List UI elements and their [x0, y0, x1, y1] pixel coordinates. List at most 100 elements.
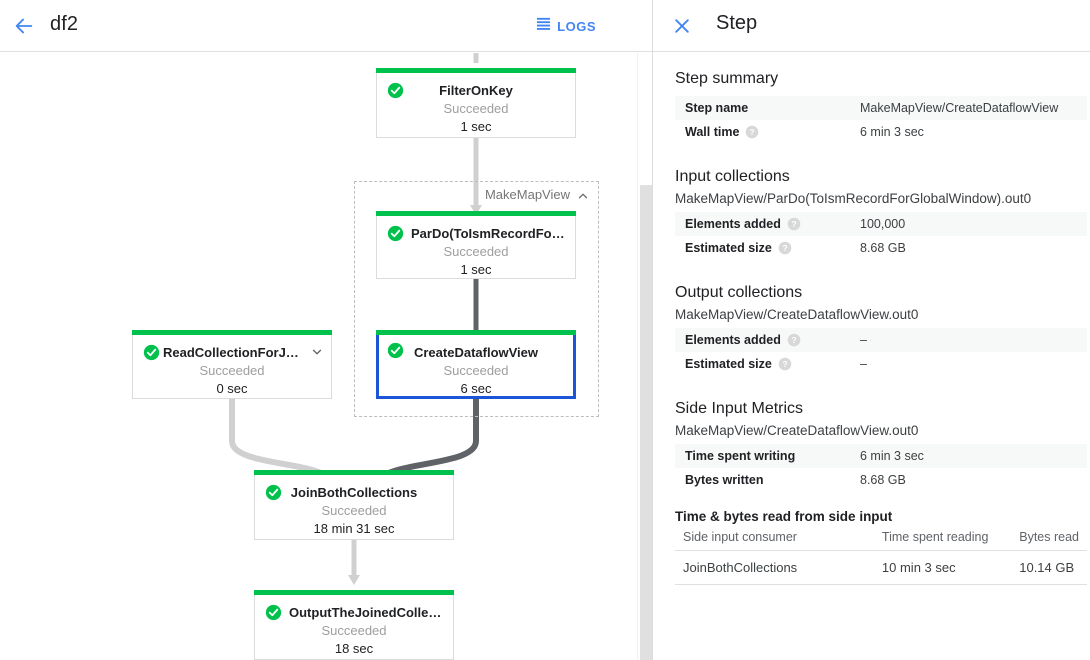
section-heading-input-collections: Input collections	[675, 168, 790, 185]
row-key-label: Estimated size	[685, 357, 772, 371]
step-details-panel: Step Step summary Step name MakeMapView/…	[653, 0, 1090, 660]
group-make-map-view[interactable]: MakeMapView	[354, 181, 599, 417]
chevron-down-icon[interactable]	[310, 345, 324, 359]
panel-title: Step	[716, 12, 758, 34]
row-key: Time spent writing	[685, 449, 796, 463]
side-input-metrics-table: Time spent writing 6 min 3 sec Bytes wri…	[675, 444, 1087, 492]
side-input-consumers-table: Side input consumer Time spent reading B…	[675, 526, 1087, 585]
node-status: Succeeded	[321, 623, 387, 638]
check-circle-icon	[265, 604, 282, 621]
help-circle-icon[interactable]: ?	[745, 125, 759, 139]
job-graph-pane: df2 LOGS	[0, 0, 652, 660]
table-row: JoinBothCollections 10 min 3 sec 10.14 G…	[675, 550, 1087, 585]
row-value: –	[860, 357, 867, 371]
row-key-label: Elements added	[685, 217, 781, 231]
node-title: ReadCollectionForJoin	[163, 345, 306, 360]
node-time: 1 sec	[460, 262, 492, 277]
table-header-row: Side input consumer Time spent reading B…	[675, 526, 1087, 551]
graph-canvas[interactable]: MakeMapView FilterOnKey Succeeded	[0, 53, 652, 660]
node-time: 18 min 31 sec	[313, 521, 395, 536]
logs-list-icon	[536, 16, 551, 36]
check-circle-icon	[265, 484, 282, 501]
section-heading-output-collections: Output collections	[675, 284, 803, 301]
node-time: 0 sec	[216, 381, 248, 396]
node-title: ParDo(ToIsmRecordFor…	[411, 226, 570, 241]
node-title: CreateDataflowView	[413, 345, 539, 360]
row-value: 6 min 3 sec	[860, 449, 924, 463]
graph-node-output-the-joined-collec[interactable]: OutputTheJoinedCollec… Succeeded 18 sec	[254, 590, 454, 660]
node-time: 1 sec	[460, 119, 492, 134]
graph-node-pardo-toismrecordfor[interactable]: ParDo(ToIsmRecordFor… Succeeded 1 sec	[376, 211, 576, 279]
row-key-label: Wall time	[685, 125, 740, 139]
help-circle-icon[interactable]: ?	[787, 333, 801, 347]
node-status: Succeeded	[443, 101, 509, 116]
table-row: Estimated size? 8.68 GB	[675, 236, 1087, 260]
output-collections-table: Elements added? – Estimated size? –	[675, 328, 1087, 376]
table-row: Elements added? –	[675, 328, 1087, 352]
row-key: Elements added?	[675, 328, 850, 352]
check-circle-icon	[387, 342, 404, 359]
table-row: Time spent writing 6 min 3 sec	[675, 444, 1087, 468]
section-heading-step-summary: Step summary	[675, 70, 779, 87]
close-icon[interactable]	[669, 13, 695, 39]
svg-text:?: ?	[782, 359, 787, 369]
top-toolbar: df2 LOGS	[0, 0, 652, 52]
node-status-bar	[254, 590, 454, 595]
input-collection-name: MakeMapView/ParDo(ToIsmRecordForGlobalWi…	[675, 191, 1032, 206]
pane-divider[interactable]	[652, 0, 653, 660]
node-status-bar	[376, 211, 576, 216]
check-circle-icon	[143, 344, 160, 361]
node-time: 18 sec	[334, 641, 374, 656]
output-collection-name: MakeMapView/CreateDataflowView.out0	[675, 307, 919, 322]
section-heading-side-input-metrics: Side Input Metrics	[675, 400, 804, 417]
svg-text:?: ?	[782, 243, 787, 253]
help-circle-icon[interactable]: ?	[778, 241, 792, 255]
svg-text:?: ?	[791, 335, 796, 345]
logs-button[interactable]: LOGS	[532, 14, 600, 38]
row-value: 6 min 3 sec	[860, 125, 924, 139]
node-time: 6 sec	[460, 381, 492, 396]
node-title: OutputTheJoinedCollec…	[289, 605, 449, 620]
side-input-collection-name: MakeMapView/CreateDataflowView.out0	[675, 423, 919, 438]
logs-button-label: LOGS	[557, 18, 596, 34]
chevron-up-icon[interactable]	[576, 189, 590, 203]
cell-bytes-read: 10.14 GB	[1011, 550, 1087, 585]
graph-node-filter-on-key[interactable]: FilterOnKey Succeeded 1 sec	[376, 68, 576, 138]
node-status: Succeeded	[199, 363, 265, 378]
row-key: Elements added?	[675, 212, 850, 236]
group-label: MakeMapView	[484, 187, 570, 202]
row-value: MakeMapView/CreateDataflowView	[860, 101, 1059, 115]
panel-header: Step	[653, 0, 1090, 52]
page-title: df2	[50, 13, 79, 35]
scrollbar-thumb[interactable]	[640, 185, 652, 660]
row-value: 8.68 GB	[860, 473, 906, 487]
graph-node-read-collection-for-join[interactable]: ReadCollectionForJoin Succeeded 0 sec	[132, 330, 332, 399]
graph-node-join-both-collections[interactable]: JoinBothCollections Succeeded 18 min 31 …	[254, 470, 454, 540]
table-row: Step name MakeMapView/CreateDataflowView	[675, 96, 1087, 120]
back-arrow-icon[interactable]	[8, 10, 40, 42]
cell-consumer: JoinBothCollections	[675, 550, 874, 585]
input-collections-table: Elements added? 100,000 Estimated size? …	[675, 212, 1087, 260]
svg-text:?: ?	[750, 127, 755, 137]
cell-time-spent-reading: 10 min 3 sec	[873, 550, 1012, 585]
row-key: Step name	[685, 101, 749, 115]
table-row: Elements added? 100,000	[675, 212, 1087, 236]
help-circle-icon[interactable]: ?	[787, 217, 801, 231]
graph-node-create-dataflow-view[interactable]: CreateDataflowView Succeeded 6 sec	[376, 330, 576, 399]
node-title: FilterOnKey	[439, 83, 513, 98]
step-summary-table: Step name MakeMapView/CreateDataflowView…	[675, 96, 1087, 144]
column-header-bytes-read: Bytes read	[1011, 526, 1087, 551]
row-value: 100,000	[860, 217, 906, 231]
row-value: –	[860, 333, 867, 347]
table-row: Estimated size? –	[675, 352, 1087, 376]
panel-body: Step summary Step name MakeMapView/Creat…	[653, 52, 1090, 585]
row-key: Wall time?	[675, 120, 850, 144]
row-key-label: Elements added	[685, 333, 781, 347]
help-circle-icon[interactable]: ?	[778, 357, 792, 371]
check-circle-icon	[387, 82, 404, 99]
table-row: Bytes written 8.68 GB	[675, 468, 1087, 492]
row-value: 8.68 GB	[860, 241, 906, 255]
graph-vertical-scrollbar[interactable]	[637, 53, 652, 660]
row-key: Bytes written	[685, 473, 764, 487]
